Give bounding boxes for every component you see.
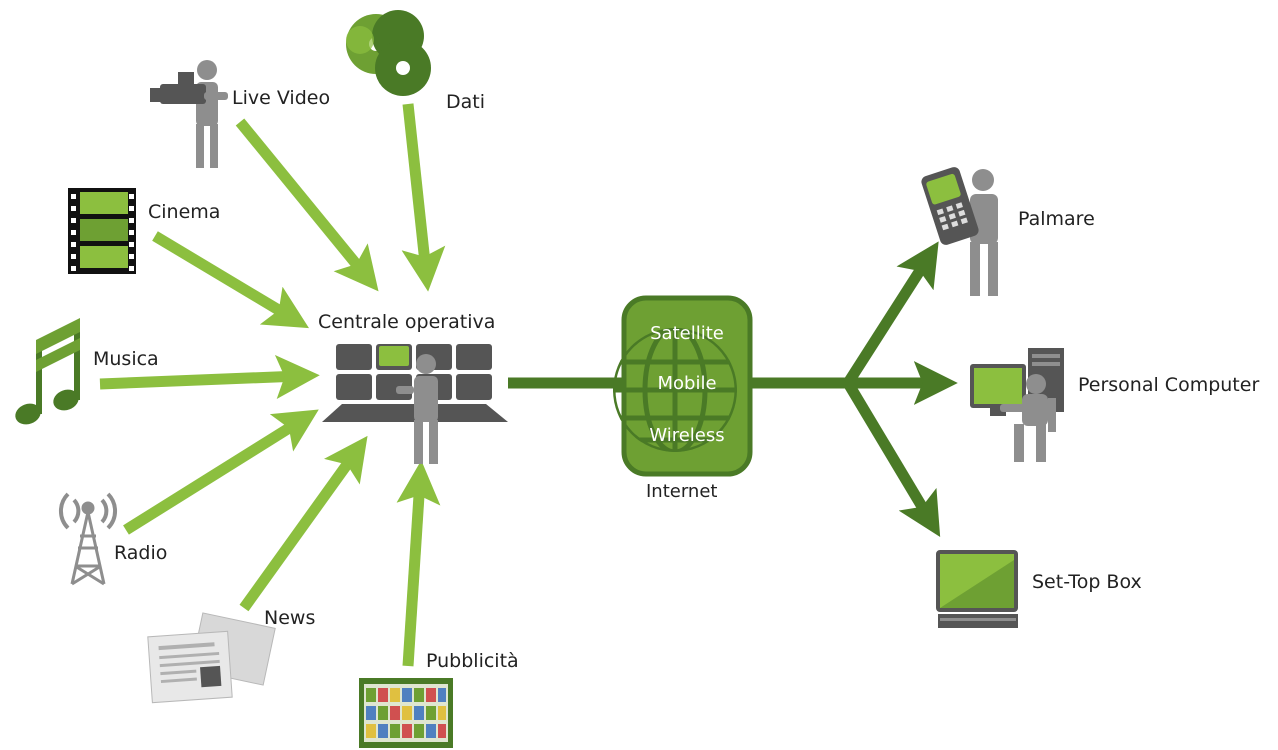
cinema-label: Cinema [148, 201, 221, 223]
advertising-display-icon [359, 678, 453, 748]
wireless-label: Wireless [649, 425, 725, 446]
television-icon [936, 550, 1018, 628]
palmare-label: Palmare [1018, 208, 1095, 230]
arrow-cinema [152, 231, 309, 329]
video-camera-person-icon [150, 60, 228, 168]
musica-label: Musica [93, 348, 159, 370]
arrow-radio [123, 409, 319, 535]
live-video-label: Live Video [232, 87, 331, 109]
outgoing-arrows [508, 241, 958, 537]
control-room-icon [322, 344, 508, 464]
arrow-musica [99, 354, 320, 399]
satellite-label: Satellite [650, 323, 724, 344]
newspaper-icon [147, 612, 276, 704]
arrow-palmare [843, 241, 939, 386]
incoming-arrows [99, 103, 446, 667]
internet-label: Internet [646, 481, 718, 502]
arrow-dati [401, 103, 446, 292]
music-note-icon [15, 318, 80, 425]
news-label: News [264, 607, 316, 629]
radio-label: Radio [114, 542, 168, 564]
arrow-live-video [235, 118, 379, 292]
centrale-operativa-label: Centrale operativa [318, 311, 496, 333]
arrow-pubblicita [396, 460, 441, 667]
data-discs-icon [346, 10, 431, 96]
set-top-box-label: Set-Top Box [1032, 571, 1142, 593]
personal-computer-label: Personal Computer [1078, 374, 1260, 396]
radio-tower-icon [58, 492, 118, 586]
pubblicita-label: Pubblicità [426, 650, 519, 672]
mobile-label: Mobile [657, 373, 717, 394]
arrow-news [239, 435, 368, 612]
personal-computer-icon [970, 348, 1064, 462]
film-strip-icon [68, 188, 136, 274]
handheld-person-icon [921, 167, 998, 296]
arrow-set-top-box [843, 380, 941, 537]
internet-globe-icon [613, 295, 753, 477]
dati-label: Dati [446, 91, 486, 113]
